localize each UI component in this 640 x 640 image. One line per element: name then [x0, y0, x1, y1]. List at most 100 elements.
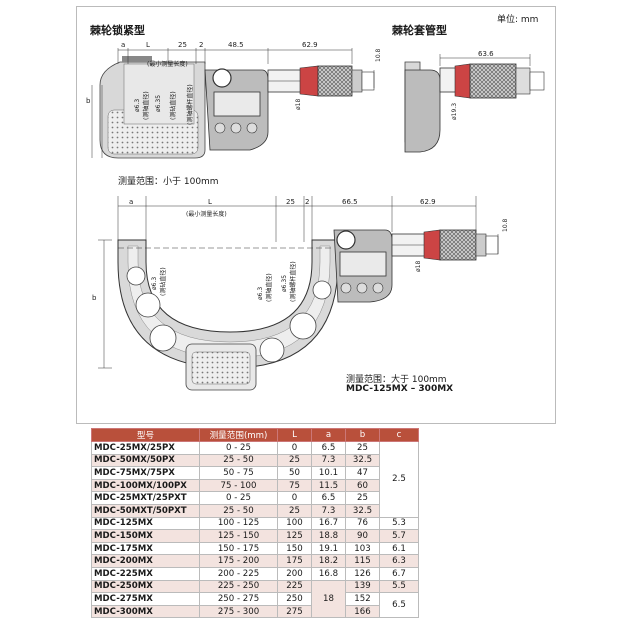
label-spindle: (测轴直径) [142, 91, 150, 120]
cell-a: 16.7 [311, 516, 346, 531]
cell-model: MDC-150MX [91, 529, 200, 543]
cell-b: 139 [345, 579, 380, 594]
large-micrometer [117, 229, 499, 391]
cell-range: 150 - 175 [199, 541, 278, 556]
cell-b: 47 [345, 466, 380, 480]
small-dimensions [91, 48, 375, 158]
col-header-range: 测量范围(mm) [199, 428, 278, 442]
col-header-L: L [277, 428, 312, 442]
cell-L: 175 [277, 554, 312, 568]
cell-b: 166 [345, 604, 380, 619]
cell-model: MDC-175MX [91, 541, 200, 556]
dim-2: 2 [199, 41, 203, 49]
spec-table: 型号 测量范围(mm) L a b c MDC-25MX/25PX 0 - 25… [91, 428, 419, 619]
big-dim-b: b [92, 294, 97, 302]
label-phi-6-3: ø6.3 [134, 99, 141, 112]
big-label-anvil: (测砧直径) [159, 267, 167, 296]
big-dim-66-5: 66.5 [342, 198, 358, 206]
cell-L: 25 [277, 453, 312, 468]
cell-range: 175 - 200 [199, 554, 278, 568]
label-phi-6-35: ø6.35 [155, 95, 162, 112]
cell-range: 100 - 125 [199, 516, 278, 531]
cell-L: 225 [277, 579, 312, 594]
table-row: MDC-150MX 125 - 150 125 18.8 90 5.7 [91, 529, 419, 543]
cell-b: 25 [345, 441, 380, 455]
big-label-spindle-screw: (测轴螺杆直径) [289, 261, 297, 302]
cell-b: 76 [345, 516, 380, 531]
cell-L: 75 [277, 478, 312, 493]
table-row: MDC-175MX 150 - 175 150 19.1 103 6.1 [91, 541, 419, 556]
dim-10-8: 10.8 [375, 48, 382, 62]
cell-c: 6.3 [379, 554, 419, 568]
big-label-phi-6-3-a: ø6.3 [151, 277, 158, 290]
cell-L: 275 [277, 604, 312, 619]
cell-c: 5.5 [379, 579, 419, 594]
label-anvil: (测砧直径) [169, 91, 177, 120]
cell-model: MDC-275MX [91, 592, 200, 606]
cell-c: 5.7 [379, 529, 419, 543]
big-dim-25: 25 [286, 198, 295, 206]
dim-25: 25 [178, 41, 187, 49]
cell-model: MDC-25MX/25PX [91, 441, 200, 455]
section-title-ratchet-sleeve: 棘轮套管型 [392, 24, 447, 37]
table-row: MDC-275MX 250 - 275 250 152 6.5 [91, 592, 419, 619]
label-min-length: (最小测量长度) [147, 60, 188, 68]
sleeve-dimensions [439, 54, 531, 66]
cell-c: 5.3 [379, 516, 419, 531]
cell-L: 100 [277, 516, 312, 531]
dim-a: a [121, 41, 125, 49]
cell-a: 18.8 [311, 529, 346, 543]
cell-L: 25 [277, 503, 312, 518]
cell-model: MDC-75MX/75PX [91, 466, 200, 480]
dim-63-6: 63.6 [478, 50, 494, 58]
cell-a: 10.1 [311, 466, 346, 480]
table-row: MDC-75MX/75PX 50 - 75 50 10.1 47 [91, 466, 419, 480]
cell-b: 115 [345, 554, 380, 568]
large-model-label: MDC-125MX – 300MX [346, 384, 454, 394]
cell-model: MDC-300MX [91, 604, 200, 619]
cell-L: 150 [277, 541, 312, 556]
cell-L: 250 [277, 592, 312, 606]
cell-range: 50 - 75 [199, 466, 278, 480]
dim-b: b [86, 97, 91, 105]
cell-a: 7.3 [311, 453, 346, 468]
cell-b: 126 [345, 566, 380, 581]
big-dim-a: a [129, 198, 133, 206]
cell-a: 19.1 [311, 541, 346, 556]
cell-range: 25 - 50 [199, 503, 278, 518]
cell-L: 50 [277, 466, 312, 480]
cell-a: 6.5 [311, 491, 346, 505]
big-dim-2: 2 [305, 198, 309, 206]
cell-model: MDC-50MX/50PX [91, 453, 200, 468]
dim-48-5: 48.5 [228, 41, 244, 49]
col-header-a: a [311, 428, 346, 442]
large-dimensions [98, 196, 499, 369]
big-label-phi-18: ø18 [415, 261, 422, 272]
cell-b: 60 [345, 478, 380, 493]
unit-label: 单位: mm [497, 15, 539, 25]
cell-c: 6.1 [379, 541, 419, 556]
cell-c-merged: 6.5 [379, 592, 419, 619]
cell-model: MDC-200MX [91, 554, 200, 568]
cell-a-merged: 18 [311, 579, 346, 619]
cell-range: 200 - 225 [199, 566, 278, 581]
table-row: MDC-225MX 200 - 225 200 16.8 126 6.7 [91, 566, 419, 581]
dim-62-9: 62.9 [302, 41, 318, 49]
cell-range: 275 - 300 [199, 604, 278, 619]
table-row: MDC-50MX/50PX 25 - 50 25 7.3 32.5 [91, 453, 419, 468]
cell-range: 125 - 150 [199, 529, 278, 543]
table-row: MDC-200MX 175 - 200 175 18.2 115 6.3 [91, 554, 419, 568]
cell-b: 32.5 [345, 503, 380, 518]
cell-b: 32.5 [345, 453, 380, 468]
cell-range: 25 - 50 [199, 453, 278, 468]
big-label-phi-6-35: ø6.35 [281, 275, 288, 292]
big-dim-62-9: 62.9 [420, 198, 436, 206]
cell-model: MDC-50MXT/50PXT [91, 503, 200, 518]
small-micrometer [99, 56, 375, 159]
big-dim-L: L [208, 198, 212, 206]
big-label-spindle: (测轴直径) [265, 273, 273, 302]
drawing-frame [76, 6, 556, 424]
table-header-row: 型号 测量范围(mm) L a b c [91, 428, 419, 442]
micrometer-drawings: a L 25 2 48.5 62.9 b 10.8 (最小测量长度) ø6.3 … [86, 41, 545, 391]
cell-a: 18.2 [311, 554, 346, 568]
